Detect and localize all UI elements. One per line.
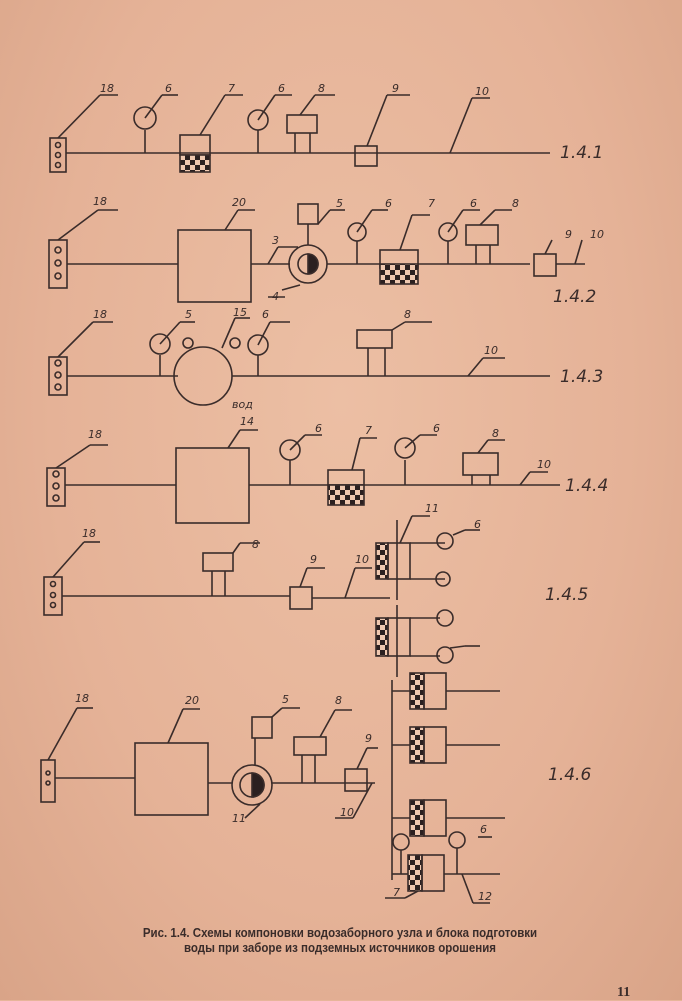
svg-text:15: 15 <box>233 306 247 319</box>
svg-text:7: 7 <box>365 424 372 437</box>
svg-text:6: 6 <box>165 82 172 95</box>
svg-text:6: 6 <box>470 197 477 210</box>
svg-text:9: 9 <box>365 732 372 745</box>
svg-text:18: 18 <box>82 527 96 540</box>
scheme-tag-1-4-2: 1.4.2 <box>553 287 596 307</box>
svg-text:7: 7 <box>393 886 400 899</box>
svg-text:10: 10 <box>355 553 369 566</box>
scheme-1-4-5: 18 8 9 10 11 6 1.4.5 <box>43 502 588 677</box>
svg-text:9: 9 <box>392 82 399 95</box>
caption-line-2: воды при заборе из подземных источников … <box>183 941 497 955</box>
scheme-tag-1-4-1: 1.4.1 <box>560 143 603 163</box>
svg-text:11: 11 <box>232 812 246 825</box>
scheme-tag-1-4-6: 1.4.6 <box>548 765 591 785</box>
svg-text:10: 10 <box>537 458 551 471</box>
svg-text:8: 8 <box>318 82 325 95</box>
svg-text:5: 5 <box>336 197 343 210</box>
svg-text:10: 10 <box>590 228 604 241</box>
svg-text:8: 8 <box>404 308 411 321</box>
svg-text:8: 8 <box>512 197 519 210</box>
svg-text:18: 18 <box>100 82 114 95</box>
svg-text:10: 10 <box>340 806 354 819</box>
svg-text:9: 9 <box>310 553 317 566</box>
svg-text:4: 4 <box>272 290 279 303</box>
svg-text:20: 20 <box>185 694 199 707</box>
svg-text:18: 18 <box>75 692 89 705</box>
svg-text:8: 8 <box>492 427 499 440</box>
svg-text:7: 7 <box>428 197 435 210</box>
svg-text:5: 5 <box>282 693 289 706</box>
svg-text:7: 7 <box>228 82 235 95</box>
scheme-1-4-1: 18 6 7 6 8 9 10 1.4.1 <box>49 82 603 173</box>
page-number: 11 <box>617 985 631 1000</box>
svg-text:8: 8 <box>252 538 259 551</box>
svg-text:5: 5 <box>185 308 192 321</box>
scheme-1-4-3: 18 5 15 6 8 10 вод 1.4.3 <box>48 306 603 411</box>
svg-text:3: 3 <box>272 234 279 247</box>
svg-text:12: 12 <box>478 890 492 903</box>
svg-text:10: 10 <box>484 344 498 357</box>
scheme-1-4-6: 18 20 5 8 9 11 10 6 7 12 1.4.6 <box>40 672 591 904</box>
svg-text:18: 18 <box>93 308 107 321</box>
svg-text:14: 14 <box>240 415 254 428</box>
svg-text:8: 8 <box>335 694 342 707</box>
caption-line-1: Рис. 1.4. Схемы компоновки водозаборного… <box>142 926 538 940</box>
svg-text:18: 18 <box>88 428 102 441</box>
svg-text:6: 6 <box>278 82 285 95</box>
svg-text:10: 10 <box>475 85 489 98</box>
scheme-tag-1-4-3: 1.4.3 <box>560 367 603 387</box>
figure-caption: Рис. 1.4. Схемы компоновки водозаборного… <box>64 926 616 956</box>
svg-text:6: 6 <box>480 823 487 836</box>
svg-text:6: 6 <box>385 197 392 210</box>
scheme-1-4-2: 18 20 3 4 5 6 7 6 8 9 10 1.4.2 <box>48 195 604 307</box>
svg-text:18: 18 <box>93 195 107 208</box>
scheme-tag-1-4-4: 1.4.4 <box>565 476 608 496</box>
note-vod: вод <box>232 398 253 411</box>
scheme-tag-1-4-5: 1.4.5 <box>545 585 588 605</box>
svg-text:6: 6 <box>474 518 481 531</box>
svg-text:6: 6 <box>315 422 322 435</box>
svg-text:6: 6 <box>262 308 269 321</box>
svg-text:11: 11 <box>425 502 439 515</box>
svg-text:20: 20 <box>232 196 246 209</box>
scheme-1-4-4: 18 14 6 7 6 8 10 1.4.4 <box>46 415 608 524</box>
svg-text:6: 6 <box>433 422 440 435</box>
svg-text:9: 9 <box>565 228 572 241</box>
